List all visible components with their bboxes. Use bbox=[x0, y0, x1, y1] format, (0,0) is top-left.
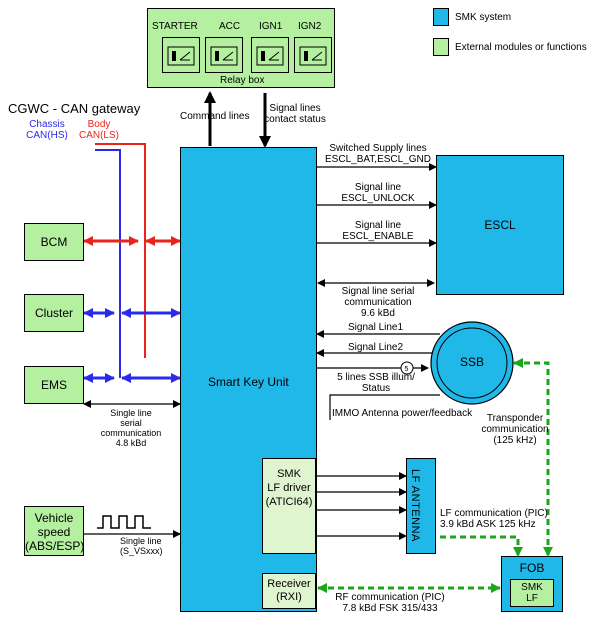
command-lines-label: Command lines bbox=[180, 111, 250, 122]
legend-external-label: External modules or functions bbox=[455, 42, 587, 53]
rf-comm-line1: RF communication (PIC) bbox=[335, 592, 445, 603]
contact-status-label: Signal lines contact status bbox=[255, 103, 335, 125]
receiver-line2: (RXI) bbox=[276, 591, 302, 603]
chassis-label: Chassis bbox=[29, 119, 65, 130]
escl-module: ESCL bbox=[436, 155, 564, 295]
lf-comm-label: LF communication (PIC) 3.9 kBd ASK 125 k… bbox=[440, 508, 548, 530]
ssb-illum-line1: 5 lines SSB illum/ bbox=[337, 372, 415, 383]
transponder-line1: Transponder bbox=[486, 413, 544, 424]
transponder-line2: communication bbox=[481, 424, 549, 435]
body-can-label: Body CAN(LS) bbox=[76, 119, 122, 141]
chassis-can-label: Chassis CAN(HS) bbox=[24, 119, 70, 141]
serial-escl-line3: 9.6 kBd bbox=[361, 308, 395, 319]
lf-comm-line2: 3.9 kBd ASK 125 kHz bbox=[440, 519, 536, 530]
escl-label: ESCL bbox=[484, 218, 516, 232]
ems-serial-label: Single line serial communication 4.8 kBd bbox=[96, 408, 166, 448]
enable-line1: Signal line bbox=[354, 220, 402, 231]
receiver-line1: Receiver bbox=[267, 578, 311, 590]
fob-smk-lf-block: SMK LF bbox=[510, 579, 554, 607]
serial-escl-line1: Signal line serial bbox=[341, 286, 415, 297]
signal-line2-label: Signal Line2 bbox=[348, 342, 404, 353]
cluster-module: Cluster bbox=[24, 294, 84, 332]
lf-driver-line1: SMK bbox=[277, 468, 301, 480]
vehicle-label: Vehicle bbox=[34, 511, 74, 525]
ems-module: EMS bbox=[24, 366, 84, 404]
fob-lf-label: LF bbox=[526, 593, 538, 604]
lf-comm-line1: LF communication (PIC) bbox=[440, 508, 548, 519]
cluster-label: Cluster bbox=[34, 306, 73, 320]
unlock-line2: ESCL_UNLOCK bbox=[341, 193, 415, 204]
legend-external-swatch bbox=[433, 38, 449, 56]
serial-escl-line2: communication bbox=[344, 297, 412, 308]
enable-label: Signal line ESCL_ENABLE bbox=[316, 220, 440, 242]
ssb-button bbox=[430, 321, 514, 405]
contact-status-line1: Signal lines bbox=[269, 103, 321, 114]
speed-signal-line1: Single line bbox=[120, 536, 162, 546]
lf-driver-line2: LF driver bbox=[267, 482, 311, 494]
legend-smk-swatch bbox=[433, 8, 449, 26]
rf-comm-line2: 7.8 kBd FSK 315/433 bbox=[342, 603, 438, 614]
serial-ems-line2: serial bbox=[120, 418, 142, 428]
vehicle-speed-module: Vehicle speed (ABS/ESP) bbox=[24, 506, 84, 556]
svg-text:5: 5 bbox=[405, 366, 409, 373]
speed-signal-label: Single line (S_VSxxx) bbox=[120, 536, 163, 556]
relay-switch-icon bbox=[251, 37, 289, 73]
switched-supply-label: Switched Supply lines ESCL_BAT,ESCL_GND bbox=[316, 143, 440, 165]
lf-driver-block: SMK LF driver (ATICI64) bbox=[262, 458, 316, 554]
transponder-label: Transponder communication (125 kHz) bbox=[475, 413, 555, 446]
ems-label: EMS bbox=[40, 378, 67, 392]
legend-smk-label: SMK system bbox=[455, 12, 512, 23]
can-hs-label: CAN(HS) bbox=[26, 130, 68, 141]
speed-label: speed bbox=[37, 525, 71, 539]
ssb-illum-line2: Status bbox=[361, 383, 391, 394]
relay-box: STARTER ACC IGN1 IGN2 Relay box bbox=[147, 8, 335, 88]
bcm-label: BCM bbox=[40, 235, 68, 249]
relay-switch-icon bbox=[162, 37, 200, 73]
ssb-illum-label: 5 lines SSB illum/ Status bbox=[320, 372, 432, 394]
abs-esp-label: (ABS/ESP) bbox=[25, 539, 85, 553]
lf-antenna: LF ANTENNA bbox=[406, 458, 436, 554]
serial-ems-line4: 4.8 kBd bbox=[115, 438, 147, 448]
transponder-line3: (125 kHz) bbox=[493, 435, 537, 446]
unlock-line1: Signal line bbox=[354, 182, 402, 193]
relay-label-acc: ACC bbox=[219, 21, 241, 32]
receiver-block: Receiver (RXI) bbox=[262, 573, 316, 609]
fob-label: FOB bbox=[519, 561, 545, 575]
bcm-module: BCM bbox=[24, 223, 84, 261]
gateway-title: CGWC - CAN gateway bbox=[8, 101, 141, 116]
relay-label-ign1: IGN1 bbox=[259, 21, 283, 32]
relay-label-ign2: IGN2 bbox=[298, 21, 322, 32]
signal-line1-label: Signal Line1 bbox=[348, 322, 404, 333]
fob-module: FOB SMK LF bbox=[501, 556, 563, 612]
rf-comm-label: RF communication (PIC) 7.8 kBd FSK 315/4… bbox=[330, 592, 450, 614]
switched-supply-line2: ESCL_BAT,ESCL_GND bbox=[325, 154, 431, 165]
unlock-label: Signal line ESCL_UNLOCK bbox=[316, 182, 440, 204]
immo-label: IMMO Antenna power/feedback bbox=[332, 408, 473, 419]
relay-label-starter: STARTER bbox=[152, 21, 198, 32]
body-label: Body bbox=[87, 119, 111, 130]
switched-supply-line1: Switched Supply lines bbox=[329, 143, 427, 154]
relay-switch-icon bbox=[205, 37, 243, 73]
speed-signal-line2: (S_VSxxx) bbox=[120, 546, 163, 556]
enable-line2: ESCL_ENABLE bbox=[342, 231, 414, 242]
lf-driver-line3: (ATICI64) bbox=[265, 496, 313, 508]
serial-ems-line3: communication bbox=[100, 428, 162, 438]
fob-smk-label: SMK bbox=[521, 582, 543, 593]
ssb-label: SSB bbox=[459, 355, 484, 369]
relay-switch-icon bbox=[294, 37, 332, 73]
smart-key-unit-title: Smart Key Unit bbox=[208, 375, 289, 389]
lf-antenna-label: LF ANTENNA bbox=[409, 469, 421, 542]
can-ls-label: CAN(LS) bbox=[78, 130, 119, 141]
relay-box-title: Relay box bbox=[220, 75, 265, 86]
serial-ems-line1: Single line bbox=[110, 408, 152, 418]
contact-status-line2: contact status bbox=[264, 114, 326, 125]
serial-escl-label: Signal line serial communication 9.6 kBd bbox=[316, 286, 440, 319]
